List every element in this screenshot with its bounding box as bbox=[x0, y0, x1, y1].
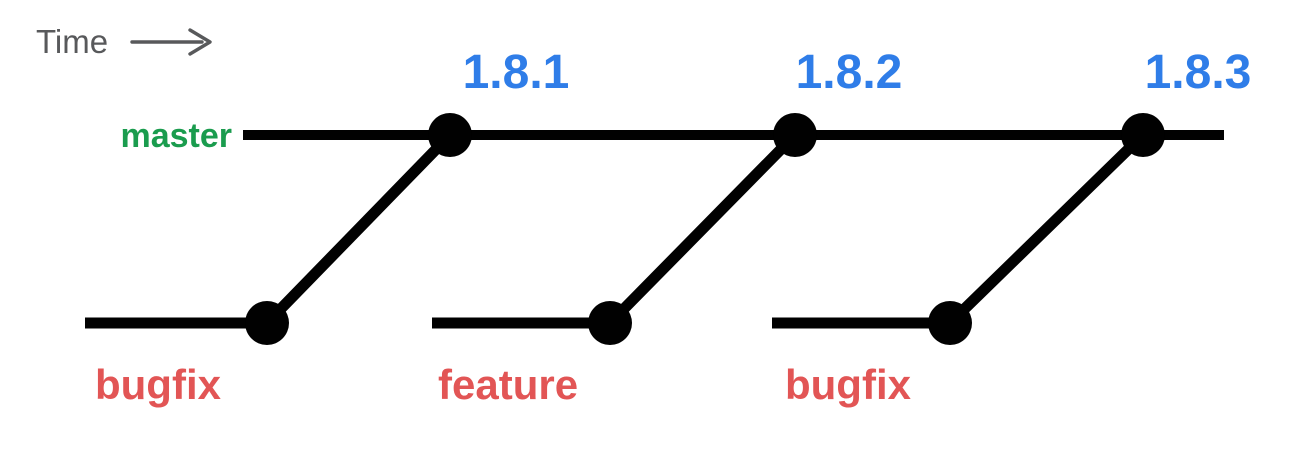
branch-commit-dot bbox=[245, 301, 289, 345]
topic-branch-label: bugfix bbox=[785, 361, 912, 408]
release-commit-dot bbox=[773, 113, 817, 157]
merge-line bbox=[261, 129, 456, 329]
merge-line bbox=[604, 129, 801, 329]
master-branch-label: master bbox=[120, 117, 232, 155]
merge-line bbox=[944, 129, 1149, 329]
branch-commit-dot bbox=[928, 301, 972, 345]
release-commit-dot bbox=[1121, 113, 1165, 157]
release-group-1-8-3: 1.8.3 bbox=[1121, 46, 1251, 157]
release-version-label: 1.8.3 bbox=[1145, 46, 1252, 99]
branch-commit-dot bbox=[588, 301, 632, 345]
time-axis-label: Time bbox=[36, 23, 108, 60]
release-group-1-8-2: 1.8.2 bbox=[773, 46, 902, 157]
topic-branch-group-feature: feature bbox=[432, 129, 801, 408]
release-commit-dot bbox=[428, 113, 472, 157]
topic-branch-label: bugfix bbox=[95, 361, 222, 408]
right-arrow-icon bbox=[130, 28, 212, 56]
topic-branch-label: feature bbox=[438, 361, 578, 408]
release-group-1-8-1: 1.8.1 bbox=[428, 46, 569, 157]
topic-branch-group-bugfix-2: bugfix bbox=[772, 129, 1149, 408]
right-arrow-head bbox=[188, 28, 212, 56]
release-version-label: 1.8.2 bbox=[796, 46, 903, 99]
topic-branch-group-bugfix-1: bugfix bbox=[85, 129, 456, 408]
release-version-label: 1.8.1 bbox=[463, 46, 570, 99]
